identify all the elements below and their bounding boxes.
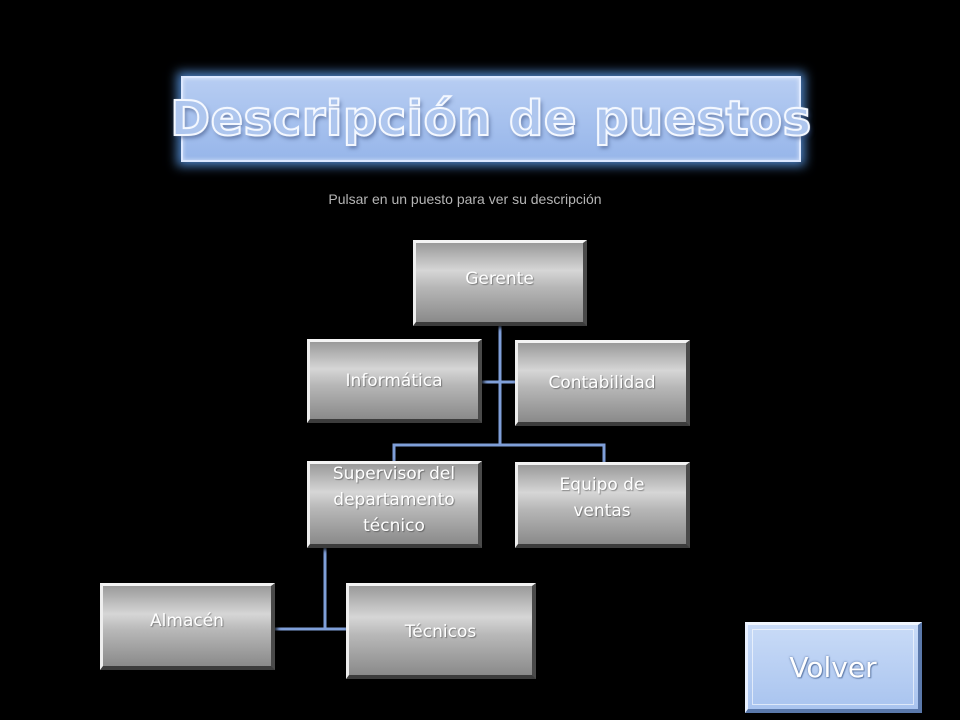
- org-node-label: Almacén: [150, 611, 224, 631]
- org-node-label: Contabilidad: [548, 372, 656, 393]
- org-node-equipo-ventas[interactable]: Equipo de ventas: [515, 462, 690, 548]
- volver-button-label: Volver: [789, 650, 877, 684]
- org-node-supervisor[interactable]: Supervisor del departamento técnico: [307, 461, 482, 548]
- org-node-gerente[interactable]: Gerente: [413, 240, 587, 326]
- org-node-label: Equipo de ventas: [559, 474, 645, 521]
- org-node-label: Gerente: [465, 268, 534, 289]
- org-node-informatica[interactable]: Informática: [307, 339, 482, 423]
- org-node-label: Informática: [345, 370, 443, 391]
- org-node-label: Técnicos: [404, 621, 477, 642]
- org-node-almacen[interactable]: Almacén: [100, 583, 275, 670]
- org-node-label: Supervisor del departamento técnico: [332, 464, 456, 536]
- volver-button[interactable]: Volver: [745, 622, 922, 713]
- title-banner: Descripción de puestos: [169, 76, 812, 162]
- org-node-contabilidad[interactable]: Contabilidad: [515, 340, 690, 426]
- page-title: Descripción de puestos: [169, 90, 812, 148]
- instruction-text: Pulsar en un puesto para ver su descripc…: [328, 191, 602, 207]
- org-node-tecnicos[interactable]: Técnicos: [346, 583, 536, 679]
